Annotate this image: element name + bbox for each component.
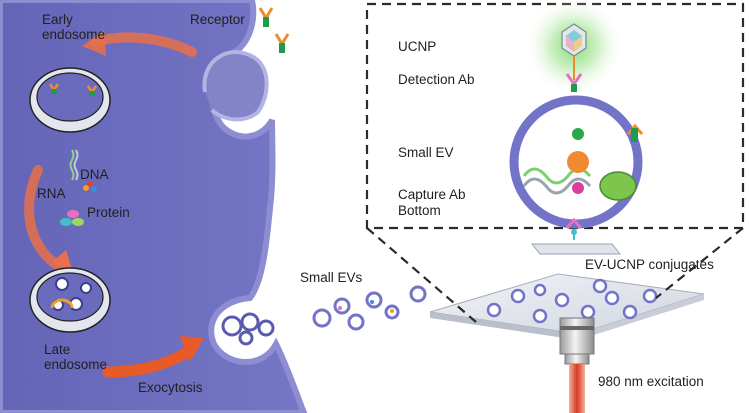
label-small-ev: Small EV [398,145,454,160]
early-endosome [29,67,111,133]
zoom-line-left [366,227,477,323]
label-excitation: 980 nm excitation [598,374,704,389]
label-bottom: Bottom [398,203,441,218]
label-early-endosome: Early endosome [42,12,106,43]
cargo-icons [60,149,97,226]
receptor-icon [258,7,274,27]
label-dna: DNA [80,167,109,182]
objective-lens-icon [559,317,595,365]
arrow-maturation [24,165,67,273]
zoom-line-right [655,227,744,299]
ev-ucnp-conjugates [486,278,658,324]
label-receptor: Receptor [190,12,245,27]
label-ev-ucnp-conjugates: EV-UCNP conjugates [585,257,714,272]
late-endosome [29,267,111,333]
label-protein: Protein [87,205,130,220]
label-detection-ab: Detection Ab [398,72,475,87]
endocytosis-pit [202,50,269,122]
label-capture-ab: Capture Ab [398,187,466,202]
released-small-evs [312,285,427,331]
detection-antibody-icon [565,56,583,92]
zoomed-small-ev [509,95,644,229]
label-small-evs: Small EVs [300,270,363,285]
label-rna: RNA [37,186,66,201]
label-exocytosis: Exocytosis [138,380,203,395]
laser-beam-icon [569,364,585,413]
capture-antibody-icon [565,217,583,240]
multivesicular-body-release [221,312,275,346]
receptor-icon [274,33,290,53]
bottom-plate-icon [530,243,622,255]
arrow-exocytosis [102,344,196,378]
label-ucnp: UCNP [398,39,437,54]
ucnp-icon [561,23,587,57]
label-late-endosome: Late endosome [44,342,108,373]
